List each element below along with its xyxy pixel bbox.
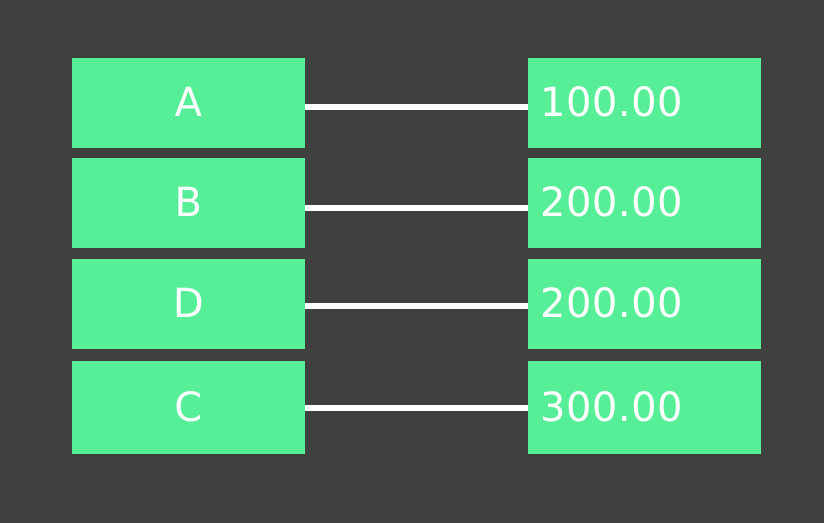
sankey-node-label: 200.00: [540, 180, 683, 226]
sankey-link-2[interactable]: [303, 303, 531, 309]
sankey-node-target-100[interactable]: 100.00: [528, 58, 761, 148]
sankey-node-target-300[interactable]: 300.00: [528, 361, 761, 454]
sankey-node-target-200-b[interactable]: 200.00: [528, 158, 761, 248]
sankey-node-label: 100.00: [540, 80, 683, 126]
sankey-link-3[interactable]: [303, 405, 531, 411]
sankey-node-label: D: [172, 281, 205, 327]
sankey-node-source-a[interactable]: A: [72, 58, 305, 148]
sankey-link-0[interactable]: [303, 104, 531, 110]
sankey-node-label: B: [174, 180, 203, 226]
sankey-node-source-b[interactable]: B: [72, 158, 305, 248]
sankey-node-source-d[interactable]: D: [72, 259, 305, 349]
sankey-node-label: A: [174, 80, 203, 126]
sankey-node-label: 300.00: [540, 384, 683, 431]
sankey-link-1[interactable]: [303, 205, 531, 211]
sankey-node-source-c[interactable]: C: [72, 361, 305, 454]
sankey-node-label: C: [174, 384, 203, 431]
sankey-node-target-200-d[interactable]: 200.00: [528, 259, 761, 349]
sankey-node-label: 200.00: [540, 281, 683, 327]
